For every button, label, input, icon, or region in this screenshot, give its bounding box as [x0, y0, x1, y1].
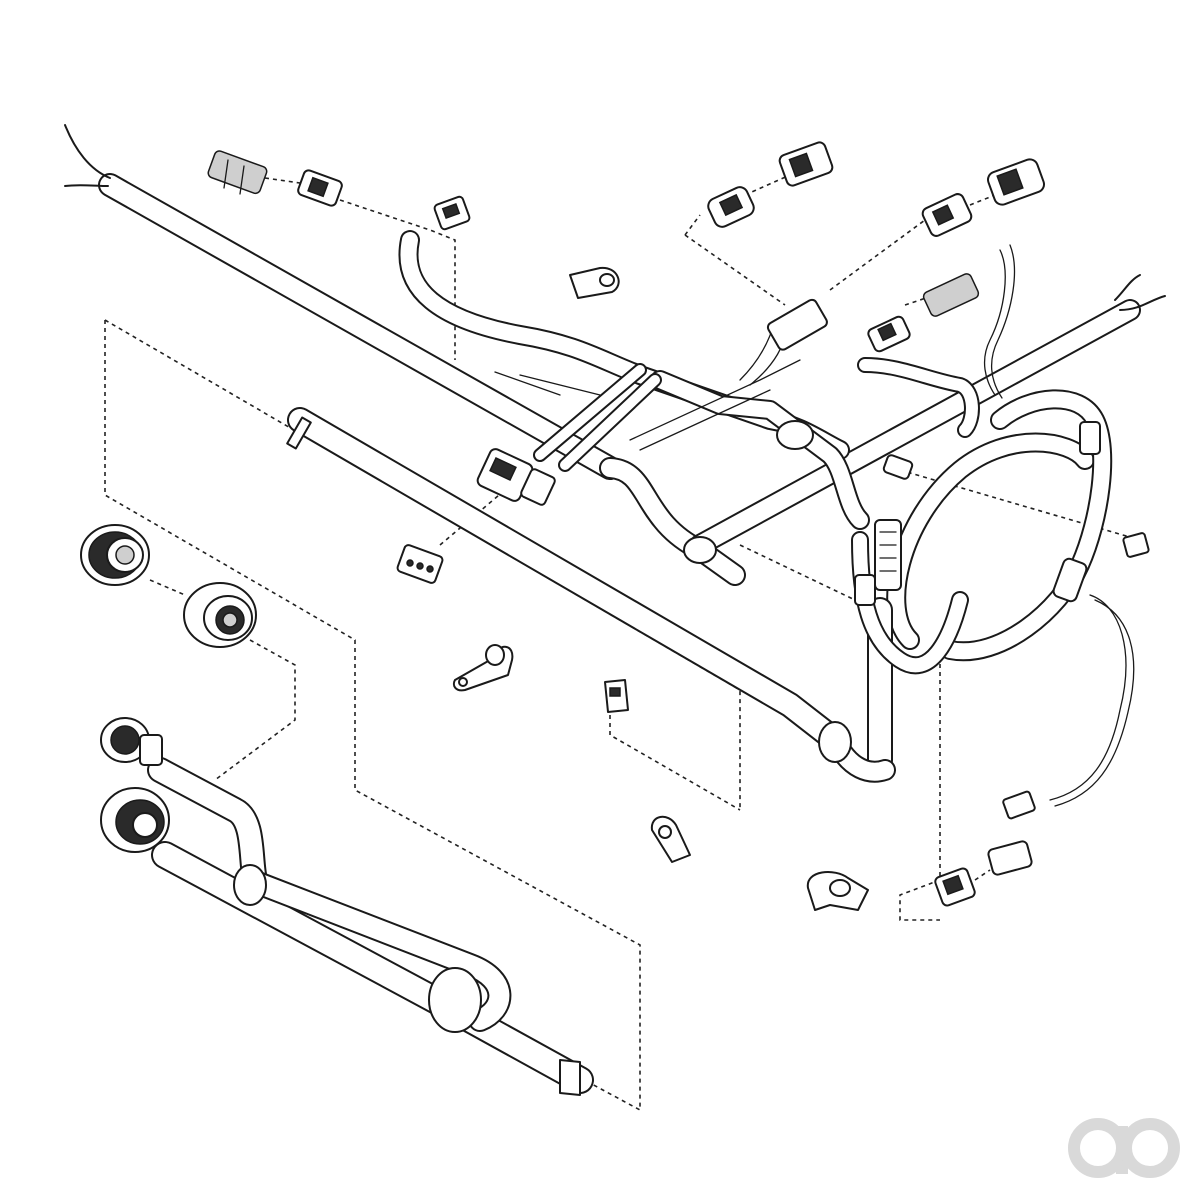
- connector-plug-d: [707, 186, 755, 228]
- connector-plug-j: [766, 298, 1150, 907]
- harness-clip-1: [569, 266, 620, 299]
- bracket-clip: [452, 644, 514, 692]
- connector-plug-i: [396, 448, 556, 584]
- harness-clip-3: [650, 815, 691, 863]
- connector-plug-h: [867, 273, 980, 353]
- round-connector-4: [100, 787, 170, 853]
- rear-loop-branch: [818, 389, 1135, 807]
- connector-plug-e: [778, 141, 834, 187]
- ao-logo-icon: [1068, 1118, 1180, 1178]
- lower-sub-harness: [147, 757, 594, 1096]
- connector-plug-f: [921, 193, 973, 237]
- round-connector-2: [183, 582, 257, 648]
- front-cable-branch: [398, 230, 1016, 564]
- connector-plug-g: [987, 158, 1045, 206]
- round-connector-3: [100, 717, 163, 766]
- main-trunk-harness: [64, 124, 1166, 753]
- connector-plug-b: [297, 169, 343, 207]
- harness-clip-4: [806, 871, 869, 911]
- connector-plug-a: [207, 150, 268, 195]
- connector-plug-c: [433, 195, 471, 231]
- harness-clip-2: [604, 679, 629, 713]
- round-connector-1: [80, 524, 150, 586]
